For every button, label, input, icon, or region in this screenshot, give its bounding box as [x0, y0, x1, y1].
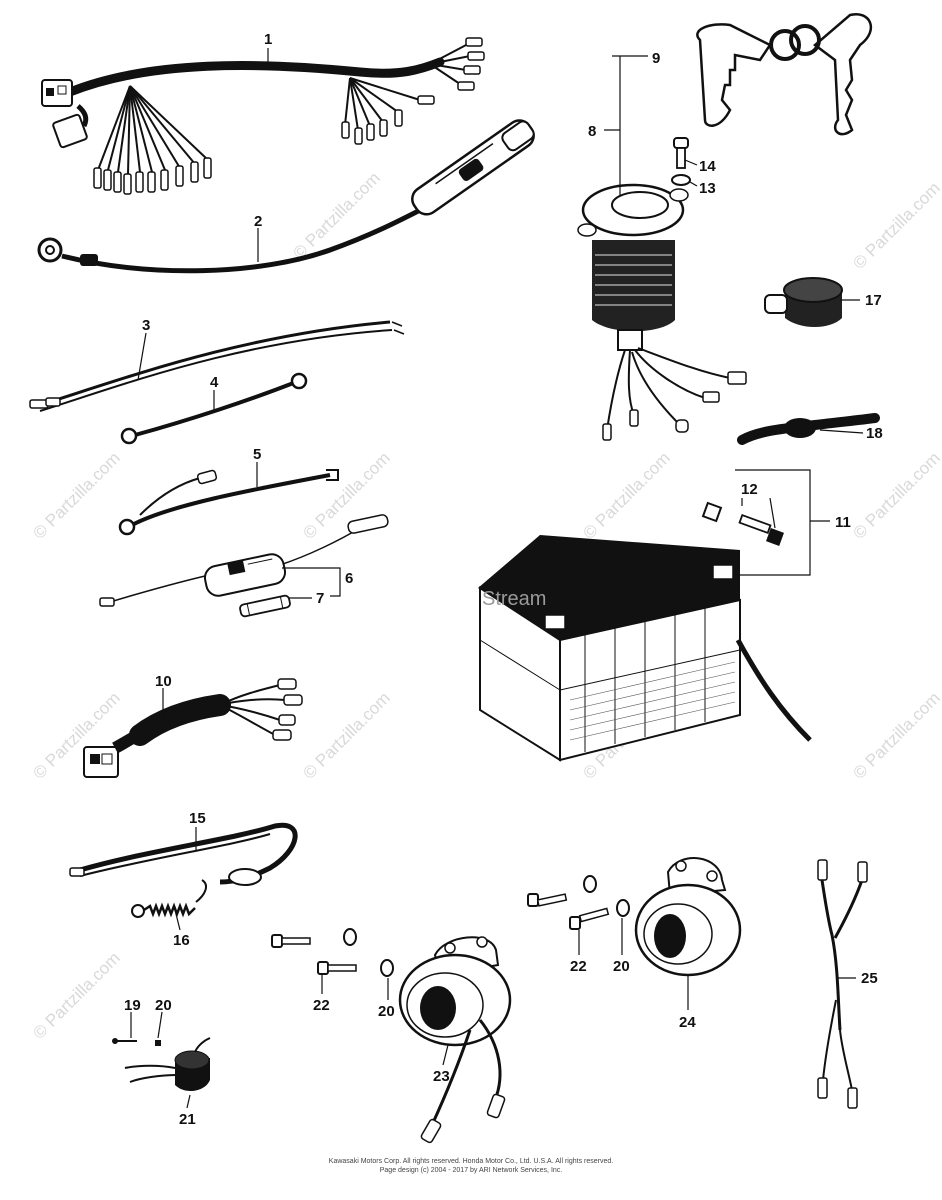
callout-1: 1 — [264, 31, 272, 48]
part-14-screw — [673, 137, 689, 169]
callout-19: 19 — [124, 997, 141, 1014]
callout-13: 13 — [699, 180, 716, 197]
part-16-spring — [131, 879, 207, 918]
callout-11: 11 — [835, 514, 851, 531]
callout-6: 6 — [345, 570, 353, 587]
callout-18: 18 — [866, 425, 883, 442]
part-20-washer-right — [583, 875, 630, 917]
part-15-wire — [69, 822, 298, 886]
part-25-y-wire — [817, 859, 868, 1109]
watermark: © Partzilla.com — [579, 448, 673, 542]
part-3-wire — [29, 320, 405, 412]
part-5-wire — [118, 469, 339, 536]
callout-20: 20 — [378, 1003, 395, 1020]
callout-17: 17 — [865, 292, 882, 309]
watermark: © Partzilla.com — [849, 448, 942, 542]
part-6-fuse-holder — [99, 514, 389, 607]
callout-4: 4 — [210, 374, 219, 391]
part-7-fuse — [239, 594, 291, 618]
callout-2: 2 — [254, 213, 262, 230]
callout-9: 9 — [652, 50, 660, 67]
part-19-screw — [112, 1038, 137, 1044]
callout-8: 8 — [588, 123, 596, 140]
callout-labels: 1 2 3 4 5 6 7 8 9 10 11 12 13 14 15 16 1… — [124, 31, 883, 1128]
part-4-ground-wire — [120, 372, 308, 445]
part-22-screw-right — [527, 893, 610, 930]
callout-25: 25 — [861, 970, 878, 987]
copyright-line: Kawasaki Motors Corp. All rights reserve… — [328, 1158, 614, 1165]
callout-24: 24 — [679, 1014, 696, 1031]
callout-22: 22 — [570, 958, 587, 975]
part-20-washer-small — [155, 1040, 161, 1046]
leader-lines — [130, 48, 864, 1109]
callout-22: 22 — [313, 997, 330, 1014]
part-24-horn — [634, 857, 742, 977]
callout-10: 10 — [155, 673, 172, 690]
callout-16: 16 — [173, 932, 190, 949]
part-17-cap — [764, 277, 843, 327]
part-22-screw-left — [271, 934, 357, 975]
page-design-credit: Page design (c) 2004 - 2017 by ARI Netwo… — [379, 1167, 563, 1174]
callout-23: 23 — [433, 1068, 450, 1085]
part-9-keys — [696, 12, 872, 136]
callout-7: 7 — [316, 590, 324, 607]
stream-mark: Stream — [482, 588, 546, 610]
callout-5: 5 — [253, 446, 261, 463]
callout-12: 12 — [741, 481, 758, 498]
part-18-rubber-plug — [737, 413, 880, 445]
part-13-washer — [671, 174, 691, 186]
part-10-sub-harness — [83, 678, 303, 778]
part-23-horn — [398, 936, 512, 1144]
part-1-wire-harness — [41, 37, 485, 195]
callout-20: 20 — [613, 958, 630, 975]
watermark: © Partzilla.com — [299, 688, 393, 782]
callout-15: 15 — [189, 810, 206, 827]
callout-20: 20 — [155, 997, 172, 1014]
watermark: © Partzilla.com — [849, 688, 942, 782]
copyright-footer: Kawasaki Motors Corp. All rights reserve… — [0, 1157, 942, 1175]
watermark: © Partzilla.com — [29, 448, 123, 542]
part-12-bolt-nut — [701, 501, 784, 546]
callout-21: 21 — [179, 1111, 196, 1128]
callout-14: 14 — [699, 158, 716, 175]
watermark: © Partzilla.com — [849, 178, 942, 272]
part-21-switch — [124, 1037, 211, 1092]
watermark: © Partzilla.com — [299, 448, 393, 542]
part-2-plug-cap-wire — [37, 119, 535, 274]
part-11-battery: Stream — [478, 535, 812, 762]
watermark: © Partzilla.com — [29, 948, 123, 1042]
part-20-washer-left — [343, 928, 394, 977]
part-8-ignition-switch — [577, 183, 747, 441]
callout-3: 3 — [142, 317, 150, 334]
